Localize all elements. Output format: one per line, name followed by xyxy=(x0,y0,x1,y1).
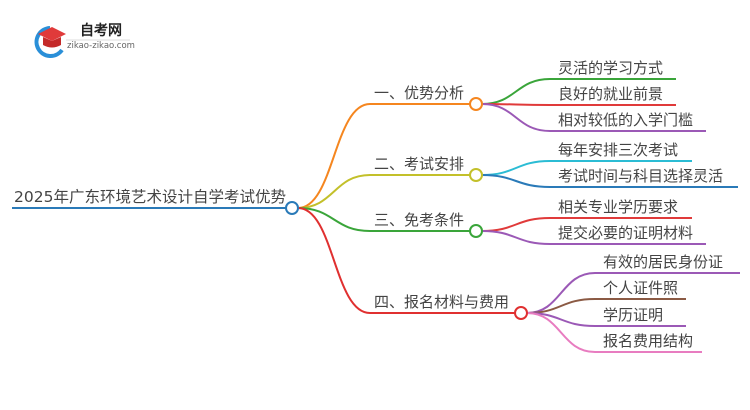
branch-collapse-toggle[interactable] xyxy=(514,306,528,320)
root-collapse-toggle[interactable] xyxy=(285,201,299,215)
branch-label: 三、免考条件 xyxy=(374,211,464,229)
branch-edge xyxy=(297,174,371,209)
branch-edge xyxy=(297,207,371,232)
logo: 自考网 zikao-zikao.com xyxy=(34,22,135,58)
leaf-label: 相关专业学历要求 xyxy=(558,198,678,216)
leaf-label: 报名费用结构 xyxy=(603,332,693,350)
leaf-label: 相对较低的入学门槛 xyxy=(558,111,693,129)
leaf-label: 灵活的学习方式 xyxy=(558,59,663,77)
leaf-edge xyxy=(526,312,596,353)
branch-label: 四、报名材料与费用 xyxy=(374,293,509,311)
root-label: 2025年广东环境艺术设计自学考试优势 xyxy=(14,187,286,206)
branch-collapse-toggle[interactable] xyxy=(469,168,483,182)
leaf-edge xyxy=(481,230,551,245)
branch-collapse-toggle[interactable] xyxy=(469,224,483,238)
leaf-label: 学历证明 xyxy=(603,306,663,324)
logo-url: zikao-zikao.com xyxy=(67,41,135,51)
leaf-edge xyxy=(481,103,551,132)
leaf-edge xyxy=(481,174,551,188)
logo-name: 自考网 xyxy=(80,22,122,39)
leaf-label: 个人证件照 xyxy=(603,279,678,297)
logo-ring-icon xyxy=(34,26,64,58)
leaf-edge xyxy=(481,217,551,232)
leaf-label: 良好的就业前景 xyxy=(558,85,663,103)
leaf-edge xyxy=(481,78,551,105)
leaf-label: 提交必要的证明材料 xyxy=(558,224,693,242)
leaf-edge xyxy=(481,160,551,176)
graduation-cap-icon xyxy=(38,27,66,41)
leaf-label: 每年安排三次考试 xyxy=(558,141,678,159)
branch-collapse-toggle[interactable] xyxy=(469,97,483,111)
branch-edge xyxy=(297,103,371,209)
leaf-label: 有效的居民身份证 xyxy=(603,253,723,271)
leaf-label: 考试时间与科目选择灵活 xyxy=(558,167,723,185)
branch-label: 二、考试安排 xyxy=(374,155,464,173)
branch-label: 一、优势分析 xyxy=(374,84,464,102)
branch-edge xyxy=(297,207,371,314)
